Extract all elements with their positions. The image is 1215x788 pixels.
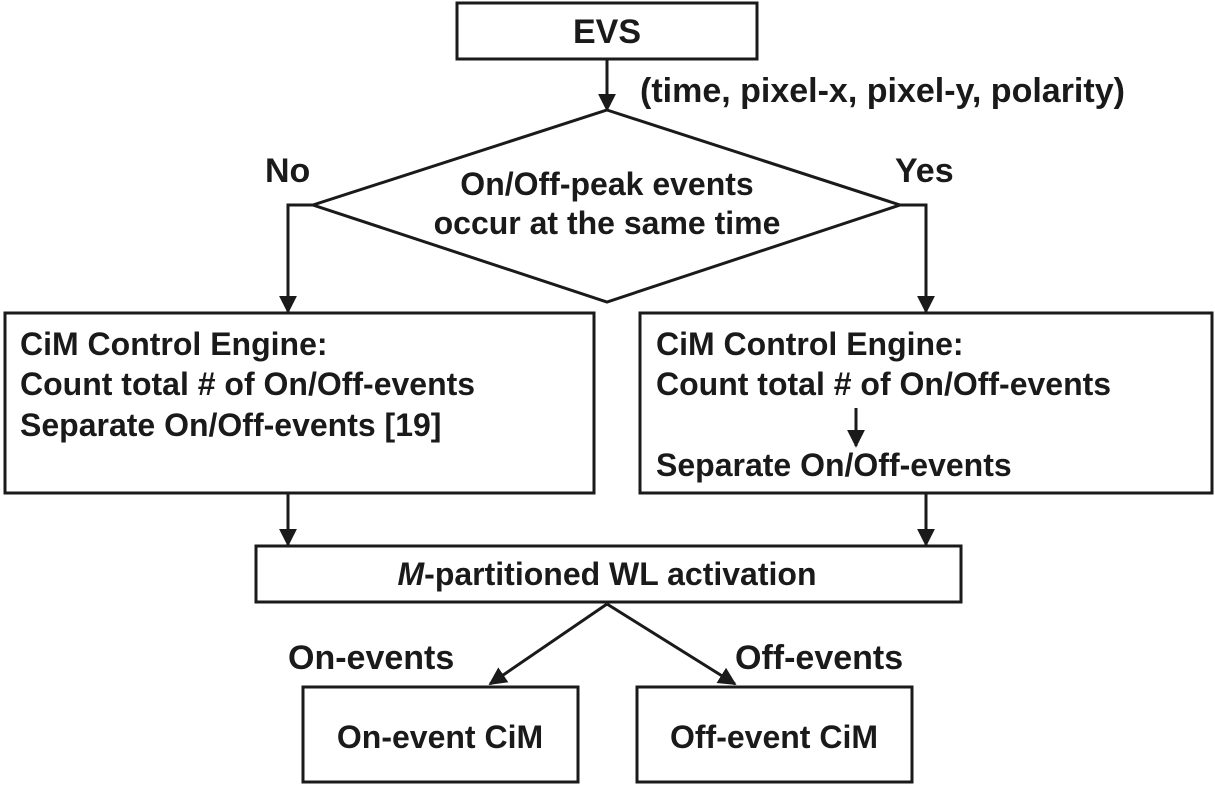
left-engine-node: CiM Control Engine: Count total # of On/… bbox=[3, 311, 596, 495]
arrow-yes-branch bbox=[900, 203, 935, 314]
branch-no-label: No bbox=[265, 152, 310, 190]
on-events-label: On-events bbox=[288, 639, 454, 677]
left-engine-box bbox=[3, 311, 596, 495]
off-cim-node: Off-event CiM bbox=[635, 685, 914, 784]
on-cim-box bbox=[301, 685, 580, 784]
evs-node: EVS bbox=[455, 1, 759, 61]
decision-node: On/Off-peak events occur at the same tim… bbox=[308, 108, 905, 304]
event-format-label: (time, pixel-x, pixel-y, polarity) bbox=[640, 72, 1125, 110]
arrow-wl-to-on-cim bbox=[488, 602, 608, 686]
left-engine-line-1: CiM Control Engine: bbox=[20, 326, 328, 362]
decision-line-1: On/Off-peak events bbox=[460, 166, 753, 202]
on-cim-label: On-event CiM bbox=[337, 719, 543, 755]
decision-line-2: occur at the same time bbox=[434, 205, 781, 241]
right-engine-line-1: CiM Control Engine: bbox=[656, 326, 964, 362]
evs-label: EVS bbox=[573, 13, 641, 51]
left-engine-line-3: Separate On/Off-events [19] bbox=[20, 407, 441, 443]
branch-yes-label: Yes bbox=[895, 152, 954, 190]
evs-box bbox=[455, 1, 759, 61]
right-engine-line-2: Count total # of On/Off-events bbox=[656, 366, 1111, 402]
off-cim-label: Off-event CiM bbox=[670, 719, 878, 755]
off-cim-box bbox=[635, 685, 914, 784]
wl-activation-node: M-partitioned WL activation bbox=[254, 544, 963, 604]
wl-activation-box bbox=[254, 544, 963, 604]
decision-diamond bbox=[308, 108, 905, 304]
arrow-no-branch bbox=[279, 203, 313, 314]
off-events-label: Off-events bbox=[735, 639, 903, 677]
on-cim-node: On-event CiM bbox=[301, 685, 580, 784]
wl-activation-rest: -partitioned WL activation bbox=[424, 556, 816, 592]
wl-activation-italic: M bbox=[398, 556, 426, 592]
wl-activation-label: M-partitioned WL activation bbox=[398, 556, 817, 592]
arrow-wl-to-off-cim bbox=[606, 602, 737, 686]
left-engine-line-2: Count total # of On/Off-events bbox=[20, 366, 475, 402]
right-engine-box bbox=[638, 311, 1214, 495]
right-engine-line-3: Separate On/Off-events bbox=[656, 447, 1012, 483]
right-engine-node: CiM Control Engine: Count total # of On/… bbox=[638, 311, 1214, 495]
